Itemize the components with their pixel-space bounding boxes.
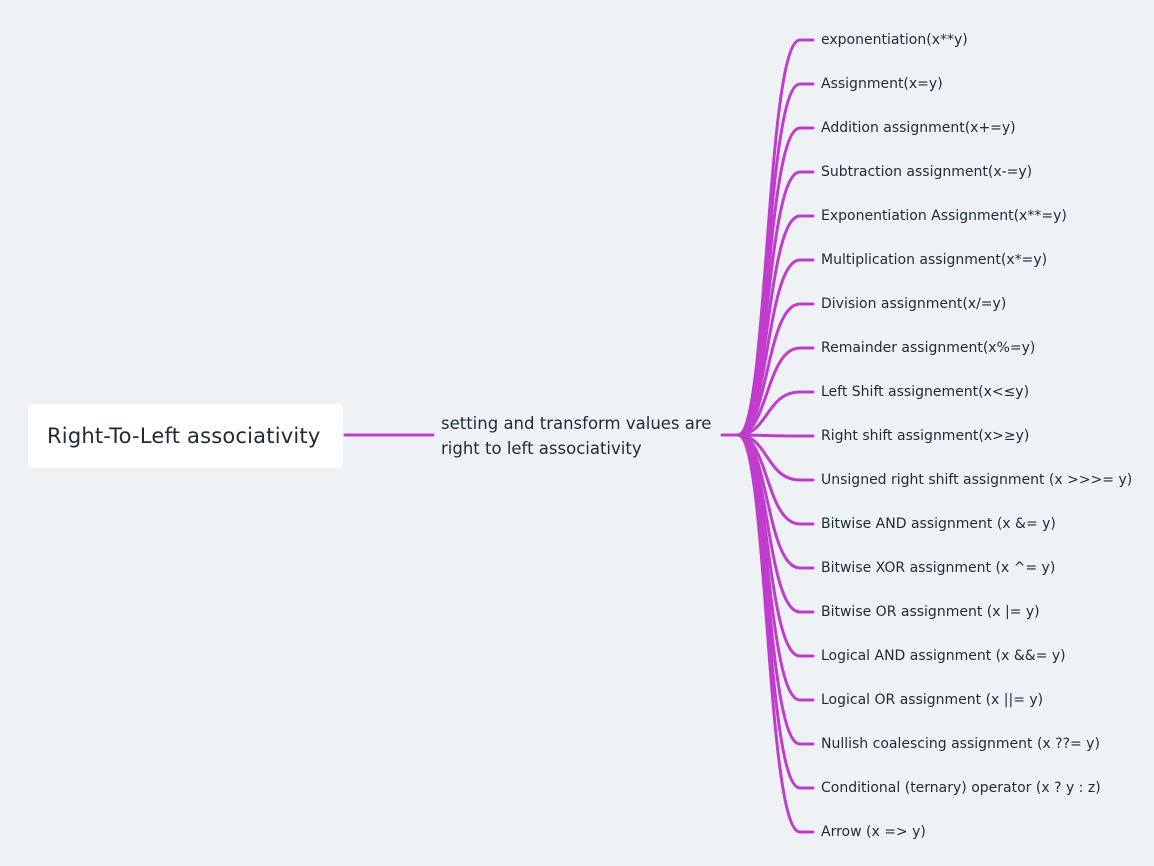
subtopic-node[interactable]: Assignment(x=y) xyxy=(821,76,943,92)
subtopic-node[interactable]: Unsigned right shift assignment (x >>>= … xyxy=(821,472,1133,488)
subtopic-node[interactable]: Bitwise XOR assignment (x ^= y) xyxy=(821,560,1056,576)
subtopic-node[interactable]: exponentiation(x**y) xyxy=(821,32,968,48)
subtopic-connector-line xyxy=(736,302,815,437)
subtopic-connector-line xyxy=(736,433,815,438)
central-topic-label: Right-To-Left associativity xyxy=(47,424,321,448)
subtopic-node[interactable]: Left Shift assignement(x<≤y) xyxy=(821,384,1030,400)
subtopic-node[interactable]: Exponentiation Assignment(x**=y) xyxy=(821,208,1067,224)
subtopic-connector-line xyxy=(736,346,815,437)
main-topic[interactable]: setting and transform values are right t… xyxy=(441,411,727,461)
subtopic-node[interactable]: Right shift assignment(x>≥y) xyxy=(821,428,1030,444)
subtopic-node[interactable]: Multiplication assignment(x*=y) xyxy=(821,252,1048,268)
subtopic-node[interactable]: Nullish coalescing assignment (x ??= y) xyxy=(821,736,1100,752)
subtopic-node[interactable]: Bitwise AND assignment (x &= y) xyxy=(821,516,1056,532)
central-topic[interactable]: Right-To-Left associativity xyxy=(28,404,343,468)
subtopic-node[interactable]: Logical OR assignment (x ||= y) xyxy=(821,692,1044,708)
subtopic-node[interactable]: Bitwise OR assignment (x |= y) xyxy=(821,604,1040,620)
subtopic-node[interactable]: Conditional (ternary) operator (x ? y : … xyxy=(821,780,1101,796)
main-topic-label: setting and transform values are right t… xyxy=(441,414,712,458)
subtopic-connector-line xyxy=(736,433,815,834)
subtopic-node[interactable]: Division assignment(x/=y) xyxy=(821,296,1007,312)
subtopic-node[interactable]: Logical AND assignment (x &&= y) xyxy=(821,648,1066,664)
subtopic-node[interactable]: Remainder assignment(x%=y) xyxy=(821,340,1036,356)
subtopic-connector-line xyxy=(736,390,815,437)
subtopic-node[interactable]: Arrow (x => y) xyxy=(821,824,926,840)
subtopic-node[interactable]: Addition assignment(x+=y) xyxy=(821,120,1016,136)
subtopic-node[interactable]: Subtraction assignment(x-=y) xyxy=(821,164,1033,180)
